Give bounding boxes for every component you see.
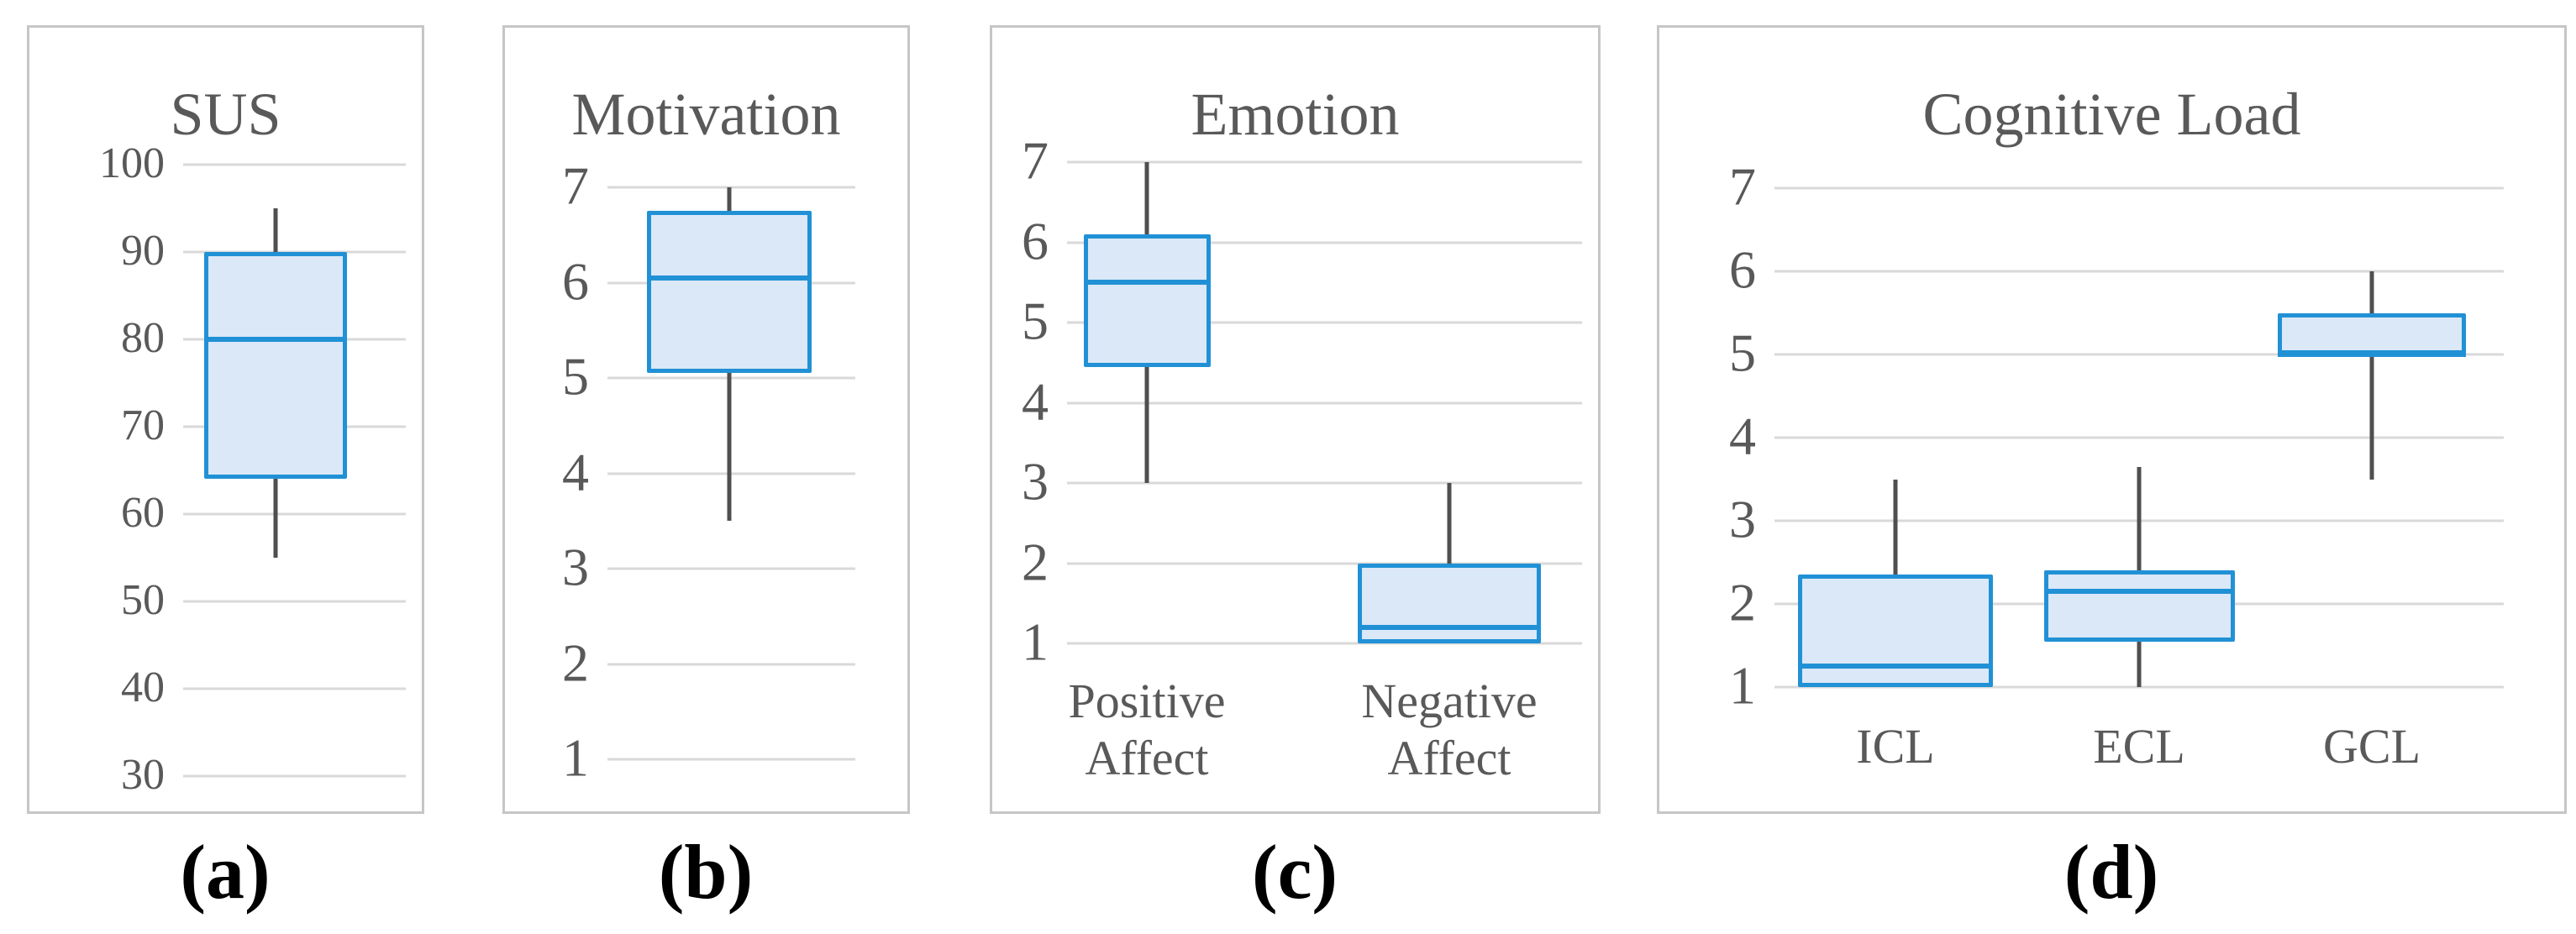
gridline [1067,401,1582,404]
y-tick-label: 3 [1729,489,1756,549]
median-line [1798,664,1993,669]
category-label: ECL [2093,719,2185,774]
y-tick-label: 1 [562,727,589,788]
gridline [607,567,855,570]
median-line [647,275,812,281]
gridline [183,600,406,603]
y-tick-label: 7 [1729,156,1756,217]
gridline [1067,321,1582,324]
chart-title: Cognitive Load [1922,81,2301,148]
gridline [1067,160,1582,164]
gridline [183,163,406,166]
gridline [183,687,406,690]
whisker [2369,271,2374,480]
panel-sus: SUS 100 90 80 70 60 50 40 30 [27,25,424,814]
box-plot [2043,570,2235,642]
caption-d: (d) [2063,829,2159,915]
y-tick-label: 5 [1729,323,1756,383]
y-tick-label: 3 [1022,451,1049,512]
caption-c: (c) [1251,829,1338,915]
y-tick-label: 4 [1729,406,1756,466]
gridline [183,512,406,516]
box-plot [1358,563,1541,643]
y-tick-label: 80 [121,313,165,362]
y-tick-label: 7 [1022,130,1049,191]
y-tick-label: 5 [1022,291,1049,351]
median-line [1083,280,1211,286]
gridline [1774,186,2504,190]
box-plot [2278,312,2466,354]
median-line [2278,352,2466,357]
gridline [607,663,855,665]
y-tick-label: 2 [1022,532,1049,592]
box-plot [204,252,347,480]
chart-title: Emotion [1191,81,1400,148]
median-line [1358,624,1541,630]
gridline [607,758,855,761]
category-label: Negative Affect [1361,674,1538,786]
y-tick-label: 4 [1022,371,1049,432]
y-tick-label: 2 [1729,572,1756,632]
gridline [183,774,406,778]
category-label: ICL [1856,719,1935,774]
y-tick-label: 3 [562,537,589,597]
y-tick-label: 2 [562,632,589,693]
y-tick-label: 40 [121,663,165,711]
category-label: GCL [2323,719,2421,774]
gridline [1774,685,2504,689]
chart-title: SUS [170,81,281,148]
y-tick-label: 6 [1022,211,1049,271]
gridline [1774,353,2504,356]
category-label: Positive Affect [1068,674,1226,786]
box-plot [1798,575,1993,687]
chart-title: Motivation [571,81,841,148]
y-tick-label: 6 [1729,239,1756,300]
gridline [1067,642,1582,645]
gridline [1067,241,1582,244]
y-tick-label: 7 [562,155,589,216]
gridline [607,186,855,189]
gridline [1067,481,1582,485]
gridline [1067,562,1582,564]
y-tick-label: 1 [1022,611,1049,672]
y-tick-label: 50 [121,575,165,624]
gridline [607,472,855,475]
caption-b: (b) [658,829,754,915]
y-tick-label: 4 [562,442,589,502]
median-line [204,337,347,342]
y-tick-label: 60 [121,488,165,537]
gridline [607,376,855,380]
y-tick-label: 90 [121,226,165,275]
y-tick-label: 70 [121,401,165,449]
y-tick-label: 6 [562,251,589,312]
box-plot [647,211,812,374]
y-tick-label: 100 [99,139,165,187]
median-line [2043,589,2235,595]
gridline [1774,436,2504,439]
panel-motivation: Motivation 7 6 5 4 3 2 1 [502,25,910,814]
box-plot [1083,234,1211,367]
gridline [1774,270,2504,273]
y-tick-label: 30 [121,750,165,799]
caption-a: (a) [180,829,271,915]
y-tick-label: 1 [1729,655,1756,716]
y-tick-label: 5 [562,346,589,407]
